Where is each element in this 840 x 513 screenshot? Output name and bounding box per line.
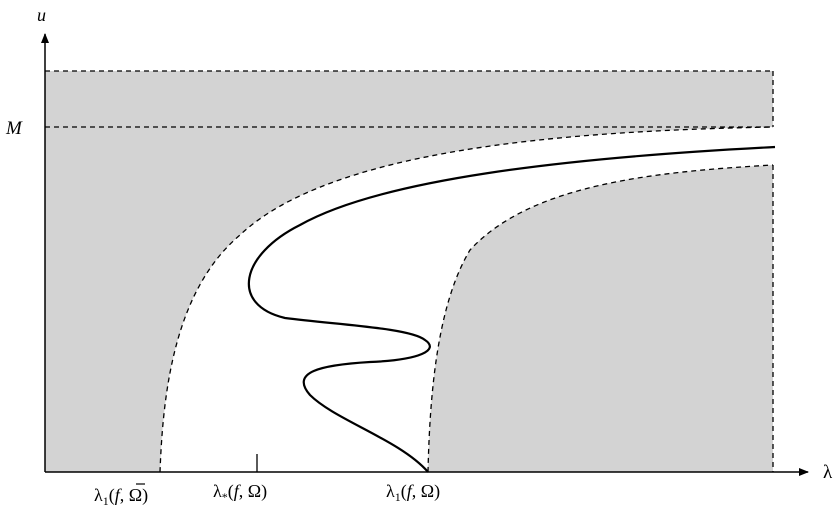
left-dashed-curve — [159, 126, 774, 473]
tick-label-lambda-star: λ*(f, Ω) — [213, 481, 267, 504]
left-shaded-region — [45, 127, 773, 472]
tick-label-lambda1-f: λ1(f, Ω) — [386, 481, 440, 504]
x-axis-label: λ — [823, 462, 833, 483]
right-dashed-curve — [427, 164, 774, 473]
m-level-label: M — [5, 118, 23, 139]
solution-branch-curve — [247, 145, 776, 473]
tick-label-lambda1-fbar: λ1(f, Ω) — [94, 485, 148, 508]
upper-shaded-band — [45, 71, 773, 127]
right-shaded-region — [428, 165, 773, 472]
y-axis-label: u — [37, 5, 46, 25]
